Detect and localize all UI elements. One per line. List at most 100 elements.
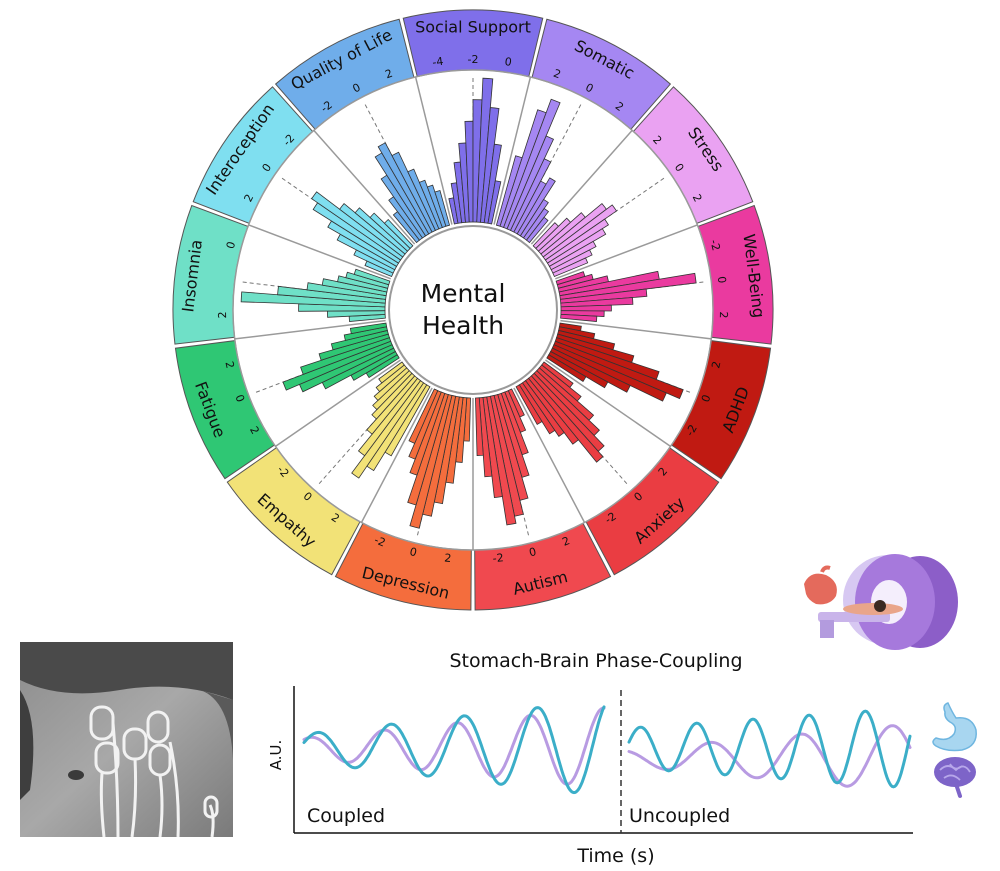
segment-autism	[474, 522, 612, 611]
center-title-line1: Mental	[421, 279, 506, 308]
bar-adhd-6	[551, 344, 667, 402]
abdomen-electrodes-photo	[20, 642, 233, 838]
bar-empathy-3	[357, 377, 422, 457]
tick-social-support-0: -4	[432, 55, 445, 69]
bar-somatic-6	[516, 177, 556, 237]
tick-well-being-2: 2	[717, 311, 730, 318]
bar-autism-7	[482, 396, 503, 499]
bar-quality-of-life-8	[426, 184, 447, 229]
bar-depression-5	[409, 393, 453, 529]
bar-quality-of-life-6	[407, 168, 440, 231]
bar-social-support-9	[487, 180, 502, 225]
brain-icon	[934, 757, 976, 798]
bar-empathy-2	[351, 380, 425, 479]
bar-well-being-4	[559, 272, 697, 300]
tick-depression-1: 0	[408, 545, 418, 559]
separator-8	[360, 387, 433, 523]
bar-interoception-6	[339, 203, 406, 258]
stomach-signal-coupled	[302, 705, 606, 795]
bar-somatic-8	[522, 207, 550, 241]
bar-adhd-5	[553, 340, 684, 400]
tick-social-support-1: -2	[468, 53, 479, 66]
bar-well-being-8	[560, 310, 605, 317]
bar-insomnia-6	[321, 278, 388, 297]
bar-empathy-8	[375, 364, 408, 393]
bar-interoception-5	[311, 191, 404, 261]
separator-1	[493, 76, 532, 225]
bar-well-being-9	[560, 313, 598, 322]
y-axis-label: A.U.	[267, 740, 285, 771]
bar-empathy-9	[378, 361, 405, 384]
separator-5	[544, 359, 671, 447]
brain-signal-uncoupled	[627, 724, 912, 788]
x-axis-label: Time (s)	[576, 845, 654, 867]
separator-0	[414, 76, 453, 225]
mri-scanner-icon	[804, 554, 958, 650]
tick-well-being-1: 0	[715, 276, 729, 285]
bar-empathy-6	[372, 370, 413, 411]
stomach-signal-uncoupled	[627, 709, 912, 789]
separator-6	[513, 387, 586, 523]
segment-adhd	[670, 340, 772, 480]
tick-fatigue-1: 0	[232, 393, 247, 404]
tick-quality-of-life-2: 2	[383, 67, 394, 82]
bar-anxiety-6	[524, 377, 579, 445]
bar-anxiety-9	[515, 384, 543, 425]
bar-stress-7	[548, 240, 597, 271]
tick-depression-2: -2	[372, 533, 387, 549]
tick-adhd-1: 0	[699, 393, 714, 404]
bar-stress-4	[542, 204, 618, 261]
bar-quality-of-life-7	[418, 179, 443, 230]
bar-insomnia-9	[353, 268, 391, 286]
separator-2	[530, 129, 633, 245]
domain-bars	[234, 76, 712, 550]
tick-adhd-0: 2	[709, 360, 723, 370]
bar-fatigue-8	[343, 326, 388, 341]
segment-label-social-support: Social Support	[415, 18, 531, 37]
bar-insomnia-5	[306, 282, 387, 300]
tick-insomnia-0: 2	[216, 311, 229, 318]
bar-somatic-7	[519, 198, 549, 239]
bar-well-being-6	[560, 297, 634, 308]
tick-autism-2: -2	[492, 551, 504, 565]
bar-depression-6	[407, 392, 449, 506]
stomach-icon	[932, 702, 977, 752]
bar-somatic-3	[506, 135, 555, 231]
bar-insomnia-3	[240, 291, 386, 308]
tick-fatigue-2: 2	[222, 360, 236, 370]
bar-well-being-7	[560, 304, 612, 312]
tick-well-being-0: -2	[707, 238, 722, 252]
tick-depression-0: 2	[444, 551, 452, 565]
bar-fatigue-4	[282, 340, 393, 391]
brain-signal-coupled	[302, 706, 606, 786]
bar-social-support-8	[483, 143, 502, 224]
separator-12	[313, 129, 416, 245]
tick-somatic-0: 2	[552, 67, 563, 82]
bar-autism-8	[478, 396, 493, 478]
separator-9	[275, 359, 402, 447]
bar-quality-of-life-4	[377, 142, 433, 235]
bar-anxiety-7	[521, 380, 565, 437]
bar-insomnia-8	[345, 271, 390, 289]
bar-stress-5	[544, 218, 609, 264]
bar-interoception-8	[369, 212, 411, 252]
bar-adhd-8	[548, 350, 609, 389]
bar-adhd-9	[546, 354, 587, 383]
separator-10	[234, 319, 386, 340]
bar-empathy-7	[373, 367, 410, 401]
bar-empathy-5	[371, 372, 416, 420]
bar-depression-8	[408, 390, 442, 460]
center-circle	[388, 225, 558, 395]
separator-4	[560, 319, 712, 340]
bar-fatigue-5	[300, 337, 392, 375]
coupled-label: Coupled	[307, 805, 385, 827]
bar-stress-6	[546, 228, 607, 267]
separator-11	[248, 224, 391, 280]
bar-somatic-4	[509, 158, 552, 233]
tick-insomnia-1: 0	[224, 240, 238, 250]
bar-fatigue-7	[330, 329, 389, 351]
bar-fatigue-6	[318, 333, 390, 361]
